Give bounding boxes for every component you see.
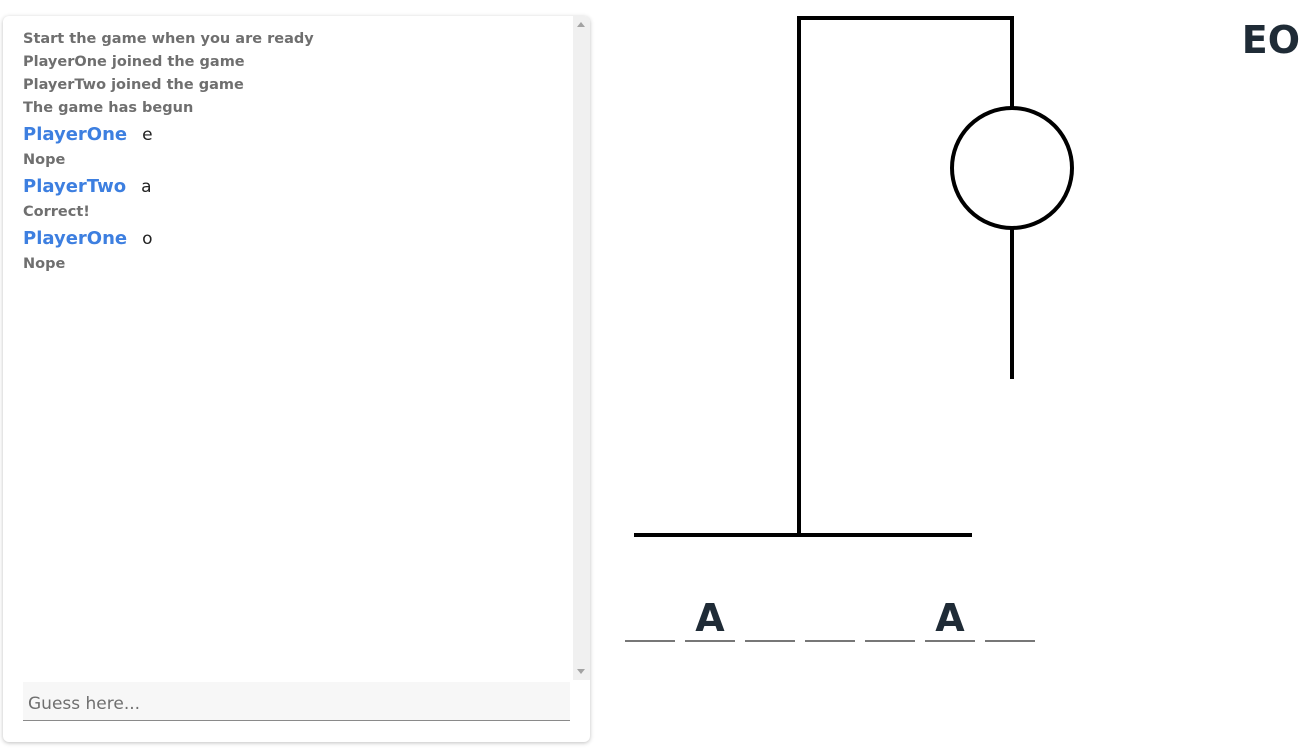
player-name: PlayerOne	[23, 124, 128, 145]
system-message-text: PlayerOne joined the game	[23, 54, 245, 70]
guessed-letter: a	[141, 177, 152, 197]
letter-slot: A	[925, 592, 975, 642]
system-message-text: PlayerTwo joined the game	[23, 77, 244, 93]
player-name: PlayerTwo	[23, 176, 127, 197]
chat-scrollbar[interactable]	[573, 16, 590, 680]
letter-slot	[865, 592, 915, 642]
chat-log: Start the game when you are ready Player…	[3, 16, 573, 664]
wrong-letters: EO	[1241, 18, 1300, 62]
guessed-letter: o	[142, 229, 153, 249]
letter-slot	[745, 592, 795, 642]
system-message-text: Correct!	[23, 204, 90, 220]
player-name: PlayerOne	[23, 228, 128, 249]
guess-message: PlayerOne e	[23, 120, 573, 149]
letter-slot: A	[685, 592, 735, 642]
system-message-text: Start the game when you are ready	[23, 31, 314, 47]
scroll-up-arrow-icon[interactable]	[577, 22, 585, 27]
guessed-letter: e	[142, 125, 153, 145]
system-message-text: Nope	[23, 256, 66, 272]
system-message: PlayerTwo joined the game	[23, 74, 573, 97]
letter-slot	[985, 592, 1035, 642]
system-message-text: The game has begun	[23, 100, 194, 116]
system-message-text: Nope	[23, 152, 66, 168]
system-message: Start the game when you are ready	[23, 28, 573, 51]
word-slots: A A	[625, 592, 1045, 642]
guess-message: PlayerOne o	[23, 224, 573, 253]
guess-message: PlayerTwo a	[23, 172, 573, 201]
system-message: PlayerOne joined the game	[23, 51, 573, 74]
system-message: The game has begun	[23, 97, 573, 120]
letter-slot	[805, 592, 855, 642]
chat-panel: Start the game when you are ready Player…	[3, 16, 590, 742]
hangman-head	[950, 106, 1074, 230]
letter-slot	[625, 592, 675, 642]
scroll-down-arrow-icon[interactable]	[577, 669, 585, 674]
system-message: Correct!	[23, 201, 573, 224]
system-message: Nope	[23, 253, 573, 276]
guess-input[interactable]	[23, 682, 570, 721]
system-message: Nope	[23, 149, 573, 172]
